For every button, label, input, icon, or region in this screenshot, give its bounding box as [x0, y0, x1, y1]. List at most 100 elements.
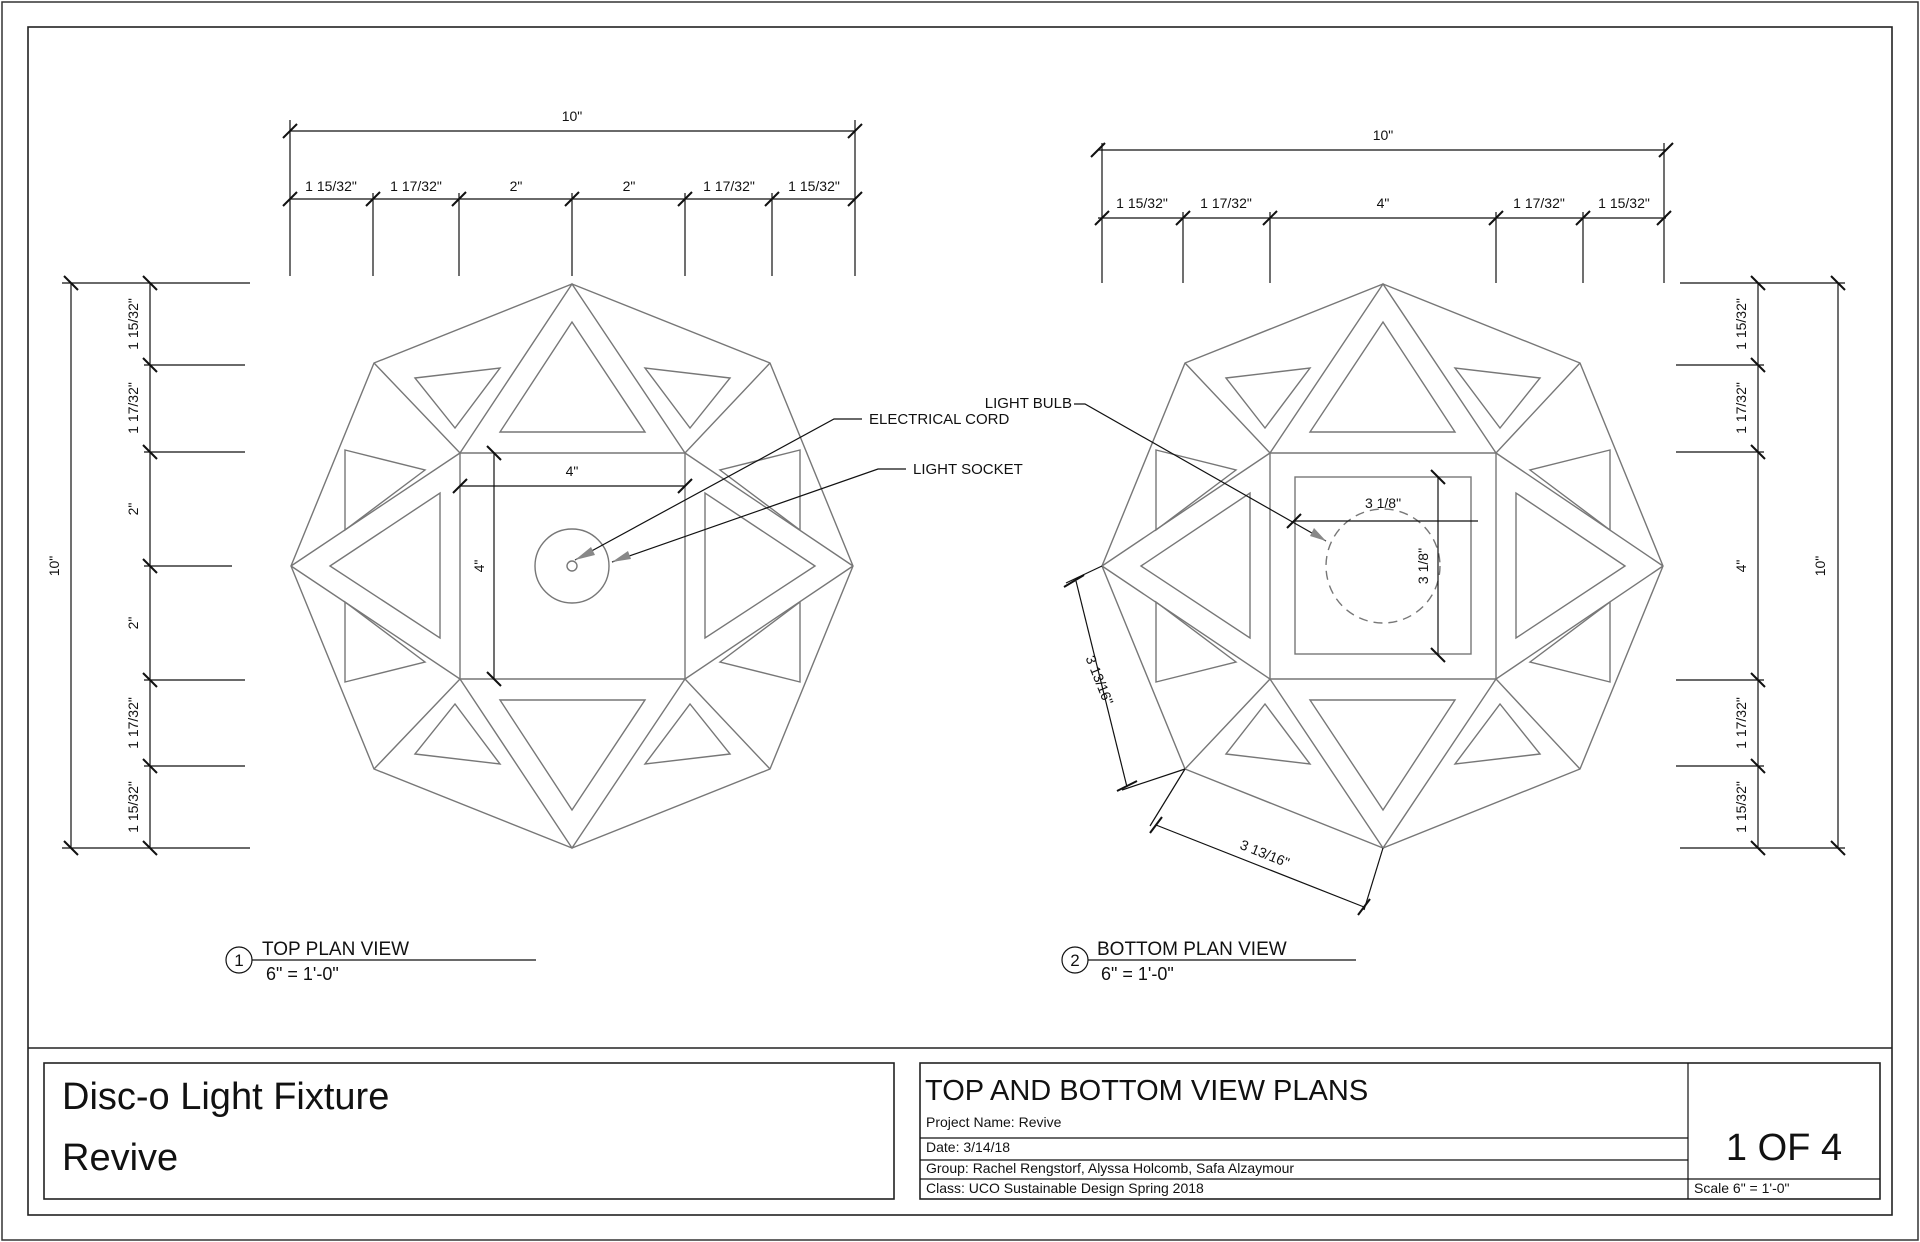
top-plan-dimensions-left: 10" 1 15/32" 1 17/32" 2" 2" 1 17/32" 1 1…	[46, 275, 250, 856]
panel-triangle	[1155, 449, 1238, 532]
date-field: Date: 3/14/18	[926, 1139, 1010, 1155]
project-title: Disc-o Light Fixture	[62, 1076, 389, 1118]
panel-triangle	[344, 449, 427, 532]
top-plan-inner-dimensions: 4" 4"	[452, 445, 693, 687]
bottom-plan-edge-dimensions: 3 13/16" 3 13/16"	[1063, 565, 1384, 916]
view-label-1: 1 TOP PLAN VIEW 6" = 1'-0"	[225, 939, 536, 984]
panel-triangle	[413, 702, 502, 765]
panel-triangle	[1515, 491, 1627, 640]
inner-square	[1269, 452, 1497, 680]
bottom-plan-dimensions-right: 10" 1 15/32" 1 17/32" 4" 1 17/32" 1 15/3…	[1676, 275, 1846, 856]
top-plan-geometry	[290, 282, 854, 850]
dim-segment: 1 17/32"	[1733, 697, 1749, 749]
dim-overall-width: 10"	[1373, 127, 1394, 143]
sheet-info-box	[919, 1062, 1881, 1200]
dim-segment: 1 17/32"	[1200, 195, 1252, 211]
panel-triangle	[1224, 702, 1312, 765]
frame-lines	[290, 452, 461, 567]
frame-lines	[1101, 452, 1271, 567]
dim-edge-bottom: 3 13/16"	[1238, 836, 1292, 870]
dim-segment: 1 15/32"	[788, 178, 840, 194]
dim-segment: 1 15/32"	[1733, 298, 1749, 350]
outer-octagon	[1101, 283, 1664, 849]
dim-segment: 4"	[1733, 560, 1749, 573]
light-socket-circle	[534, 528, 610, 604]
view-title: BOTTOM PLAN VIEW	[1097, 939, 1287, 960]
class-field: Class: UCO Sustainable Design Spring 201…	[926, 1180, 1204, 1196]
dim-overall-width: 10"	[562, 108, 583, 124]
frame-lines	[459, 678, 686, 850]
sheet-title: TOP AND BOTTOM VIEW PLANS	[925, 1075, 1368, 1107]
dim-segment: 1 17/32"	[703, 178, 755, 194]
dim-segment: 1 15/32"	[1598, 195, 1650, 211]
frame-lines	[373, 282, 771, 455]
dim-segment: 1 17/32"	[125, 382, 141, 434]
bottom-plan-bulb-dimensions: 3 1/8" 3 1/8"	[1286, 469, 1478, 663]
panel-triangle	[1224, 367, 1312, 430]
dim-inner-width: 4"	[566, 463, 579, 479]
panel-triangle	[1453, 702, 1542, 765]
bottom-plan-view: 10" 1 15/32" 1 17/32" 4" 1 17/32" 1 15/3…	[985, 127, 1846, 984]
dim-overall-height: 10"	[1812, 556, 1828, 577]
view-number: 1	[234, 951, 243, 970]
dim-segment: 1 15/32"	[1116, 195, 1168, 211]
panel-triangle	[344, 600, 427, 683]
view-number: 2	[1070, 951, 1079, 970]
dim-segment: 1 17/32"	[1513, 195, 1565, 211]
dim-segment: 1 15/32"	[125, 298, 141, 350]
top-plan-view: 10" 1 15/32" 1 17/32" 2" 2" 1 17/32" 1 1…	[46, 108, 1023, 984]
panel-triangle	[1308, 320, 1457, 433]
bulb-opening-square	[1294, 476, 1472, 655]
dim-inner-height: 4"	[471, 560, 487, 573]
scale-field: Scale 6" = 1'-0"	[1694, 1180, 1790, 1196]
project-name-field: Project Name: Revive	[926, 1114, 1062, 1130]
top-plan-callouts: ELECTRICAL CORD LIGHT SOCKET	[574, 411, 1023, 563]
dim-bulb-width: 3 1/8"	[1365, 495, 1401, 511]
dim-segment: 2"	[510, 178, 523, 194]
view-scale: 6" = 1'-0"	[1101, 964, 1174, 984]
dim-segment: 2"	[125, 503, 141, 516]
view-label-2: 2 BOTTOM PLAN VIEW 6" = 1'-0"	[1061, 939, 1356, 984]
panel-triangle	[718, 600, 801, 683]
title-block: Disc-o Light Fixture Revive TOP AND BOTT…	[43, 1062, 1881, 1200]
outer-octagon	[290, 283, 854, 849]
project-name-box	[43, 1062, 895, 1200]
panel-triangle	[498, 320, 647, 433]
sheet-number: 1 OF 4	[1726, 1127, 1842, 1169]
view-title: TOP PLAN VIEW	[262, 939, 409, 960]
panel-triangle	[328, 491, 441, 640]
dim-segment: 2"	[623, 178, 636, 194]
view-scale: 6" = 1'-0"	[266, 964, 339, 984]
panel-triangle	[1139, 491, 1251, 640]
project-subtitle: Revive	[62, 1137, 178, 1179]
panel-triangle	[643, 702, 732, 765]
group-field: Group: Rachel Rengstorf, Alyssa Holcomb,…	[926, 1160, 1294, 1176]
panel-triangle	[718, 449, 801, 532]
dim-segment: 1 17/32"	[125, 697, 141, 749]
top-plan-dimensions-top: 10" 1 15/32" 1 17/32" 2" 2" 1 17/32" 1 1…	[282, 108, 863, 276]
dim-segment: 2"	[125, 617, 141, 630]
dim-segment: 1 15/32"	[305, 178, 357, 194]
panel-triangle	[1155, 600, 1238, 683]
frame-lines	[1495, 452, 1664, 567]
panel-triangle	[1528, 600, 1611, 683]
callout-light-socket: LIGHT SOCKET	[913, 461, 1023, 478]
dim-segment: 1 15/32"	[125, 781, 141, 833]
frame-lines	[684, 452, 854, 567]
panel-triangle	[643, 367, 732, 430]
callout-light-bulb: LIGHT BULB	[985, 395, 1072, 412]
dim-edge-left: 3 13/16"	[1083, 653, 1117, 707]
panel-triangle	[498, 699, 647, 812]
dim-overall-height: 10"	[46, 556, 62, 577]
drawing-frame	[27, 26, 1893, 1216]
dim-bulb-height: 3 1/8"	[1415, 548, 1431, 584]
callout-electrical-cord: ELECTRICAL CORD	[869, 411, 1009, 428]
frame-lines	[1184, 282, 1581, 455]
panel-triangle	[704, 491, 817, 640]
bottom-plan-dimensions-top: 10" 1 15/32" 1 17/32" 4" 1 17/32" 1 15/3…	[1090, 127, 1674, 283]
dim-segment: 1 17/32"	[390, 178, 442, 194]
light-bulb-circle	[1325, 508, 1441, 624]
bottom-plan-geometry	[1101, 282, 1664, 850]
